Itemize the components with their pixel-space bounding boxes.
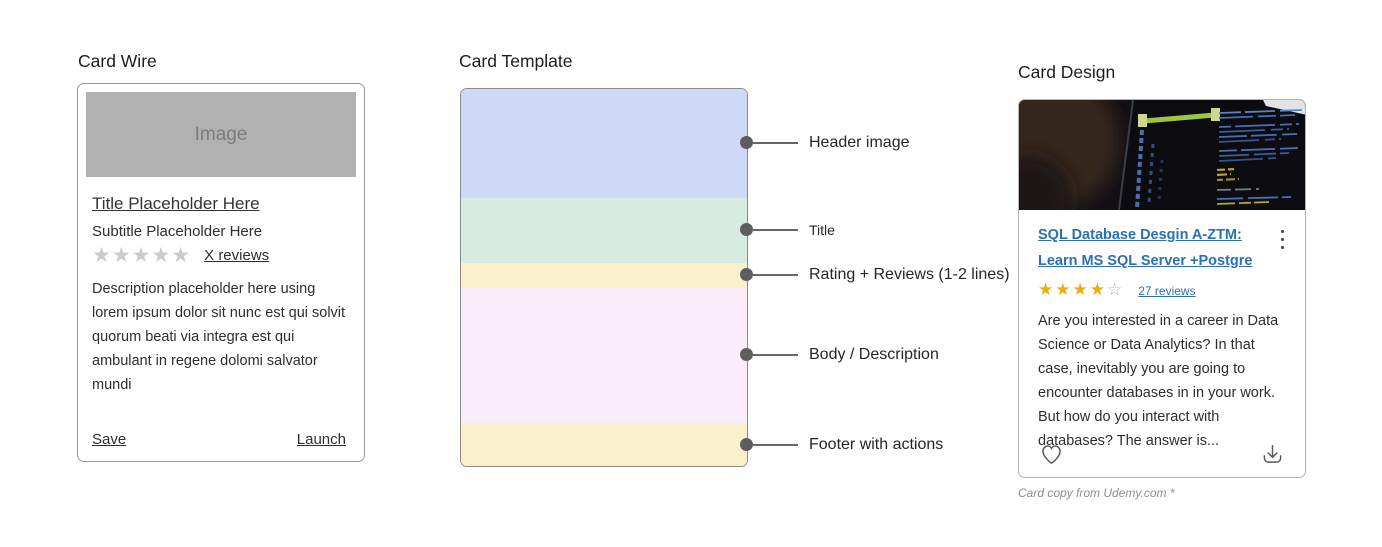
save-button[interactable]: Save [92, 431, 127, 448]
template-section-heading: Card Template [459, 51, 573, 71]
design-card-footer [1019, 438, 1305, 469]
course-title-link[interactable]: SQL Database Desgin A-ZTM: Learn MS SQL … [1038, 227, 1253, 269]
template-zone-4 [461, 423, 747, 466]
filled-stars: ★★★★ [1038, 280, 1107, 300]
reviews-count-link[interactable]: 27 reviews [1138, 283, 1196, 298]
template-zone-2 [461, 263, 747, 288]
star-rating-icons: ★★★★★ [92, 243, 192, 267]
download-button[interactable] [1257, 438, 1288, 469]
template-callout-row: Header image [740, 134, 910, 152]
connector-line [753, 141, 798, 144]
template-zone-label: Rating + Reviews (1-2 lines) [809, 265, 1010, 283]
wire-reviews-link[interactable]: X reviews [204, 247, 270, 264]
design-card: SQL Database Desgin A-ZTM: Learn MS SQL … [1018, 99, 1306, 478]
connector-line [753, 273, 798, 276]
design-card-body: SQL Database Desgin A-ZTM: Learn MS SQL … [1019, 222, 1305, 453]
empty-star: ☆ [1106, 280, 1125, 300]
card-copy-caption: Card copy from Udemy.com * [1018, 486, 1175, 500]
connector-line [753, 353, 798, 356]
wire-title-link[interactable]: Title Placeholder Here [92, 194, 260, 213]
course-description: Are you interested in a career in Data S… [1038, 313, 1279, 449]
wire-card: Image Title Placeholder Here Subtitle Pl… [77, 83, 365, 462]
wire-rating-row: ★★★★★ X reviews [92, 245, 350, 266]
template-zone-3 [461, 288, 747, 423]
kebab-menu-icon[interactable] [1279, 224, 1286, 255]
wire-card-body: Title Placeholder Here Subtitle Placehol… [78, 185, 364, 397]
wire-description: Description placeholder here using lorem… [92, 281, 346, 393]
template-callout-row: Body / Description [740, 346, 939, 364]
design-section-heading: Card Design [1018, 62, 1116, 82]
image-placeholder: Image [86, 92, 356, 177]
template-card [460, 88, 748, 467]
wire-subtitle: Subtitle Placeholder Here [92, 223, 263, 240]
download-icon [1263, 445, 1282, 463]
template-zone-0 [461, 89, 747, 198]
star-rating-icons: ★★★★☆ [1038, 282, 1124, 299]
design-rating-row: ★★★★☆ 27 reviews [1038, 282, 1286, 299]
template-zone-label: Body / Description [809, 345, 939, 363]
course-photo-image [1019, 100, 1305, 210]
template-zone-label: Header image [809, 133, 910, 151]
heart-icon [1042, 445, 1061, 465]
template-callout-row: Rating + Reviews (1-2 lines) [740, 266, 1010, 284]
template-zone-label: Title [809, 221, 835, 238]
design-title-row: SQL Database Desgin A-ZTM: Learn MS SQL … [1038, 222, 1286, 274]
wire-section-heading: Card Wire [78, 51, 157, 71]
wire-card-footer: Save Launch [92, 431, 346, 448]
template-zone-label: Footer with actions [809, 435, 944, 453]
template-zone-1 [461, 198, 747, 263]
connector-line [753, 443, 798, 446]
connector-line [753, 228, 798, 231]
template-callout-row: Title [740, 222, 835, 238]
wishlist-heart-button[interactable] [1036, 438, 1067, 469]
template-callout-row: Footer with actions [740, 436, 943, 454]
image-placeholder-label: Image [194, 123, 248, 145]
launch-button[interactable]: Launch [296, 431, 346, 448]
